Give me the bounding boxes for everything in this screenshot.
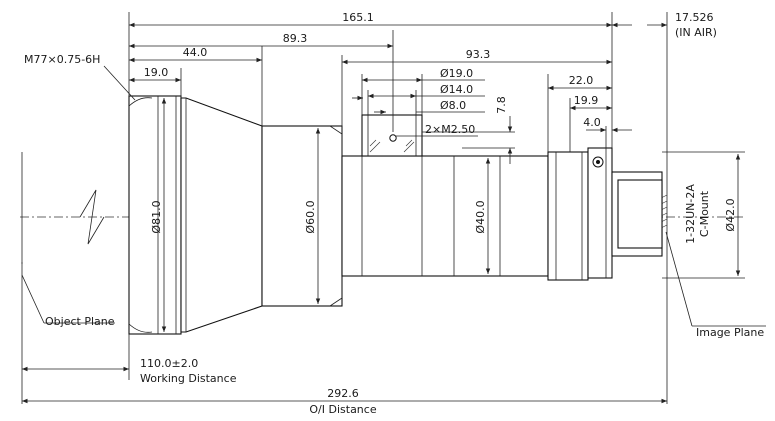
barrel-60 bbox=[261, 125, 343, 307]
dim-dia-19: Ø19.0 bbox=[440, 67, 473, 80]
lens-body bbox=[128, 95, 663, 335]
rear-collar bbox=[587, 147, 613, 279]
set-screw-icon bbox=[592, 156, 604, 168]
barrel-40 bbox=[341, 155, 549, 277]
mounting-boss bbox=[361, 114, 423, 157]
dim-19-9: 19.9 bbox=[574, 94, 599, 107]
dim-working-distance-value: 110.0±2.0 bbox=[140, 357, 198, 370]
dim-93-3: 93.3 bbox=[466, 48, 491, 61]
front-flange bbox=[128, 95, 182, 335]
dim-thread-spec: M77×0.75-6H bbox=[24, 53, 100, 66]
dim-total-length: 165.1 bbox=[342, 11, 374, 24]
dim-cmount-thread: 1-32UN-2A bbox=[684, 184, 697, 244]
dimension-lines bbox=[22, 12, 745, 404]
image-plane-marker bbox=[660, 12, 766, 404]
dim-dia-60: Ø60.0 bbox=[304, 200, 317, 233]
dim-cmount-label: C-Mount bbox=[698, 190, 711, 237]
dimension-labels: 165.1 17.526 (IN AIR) 89.3 93.3 44.0 M77… bbox=[24, 11, 764, 416]
dim-screw-spec: 2×M2.50 bbox=[425, 123, 475, 136]
dim-7-8: 7.8 bbox=[495, 96, 508, 114]
conical-section bbox=[180, 97, 263, 333]
focus-ring bbox=[547, 151, 589, 281]
image-plane-label: Image Plane bbox=[696, 326, 764, 339]
dim-in-air: (IN AIR) bbox=[675, 26, 717, 39]
dim-4-0: 4.0 bbox=[583, 116, 601, 129]
dim-dia-81: Ø81.0 bbox=[150, 200, 163, 233]
dim-44-0: 44.0 bbox=[183, 46, 208, 59]
object-plane-marker bbox=[21, 152, 115, 404]
dim-image-space: 17.526 bbox=[675, 11, 714, 24]
dim-22-0: 22.0 bbox=[569, 74, 594, 87]
object-plane-label: Object Plane bbox=[45, 315, 115, 328]
dim-dia-14: Ø14.0 bbox=[440, 83, 473, 96]
dim-working-distance-label: Working Distance bbox=[140, 372, 237, 385]
dim-89-3: 89.3 bbox=[283, 32, 308, 45]
dim-oi-label: O/I Distance bbox=[309, 403, 376, 416]
dim-oi-value: 292.6 bbox=[327, 387, 359, 400]
dim-dia-8: Ø8.0 bbox=[440, 99, 466, 112]
dim-19-0: 19.0 bbox=[144, 66, 169, 79]
dim-dia-40: Ø40.0 bbox=[474, 200, 487, 233]
dim-dia-42: Ø42.0 bbox=[724, 198, 737, 231]
